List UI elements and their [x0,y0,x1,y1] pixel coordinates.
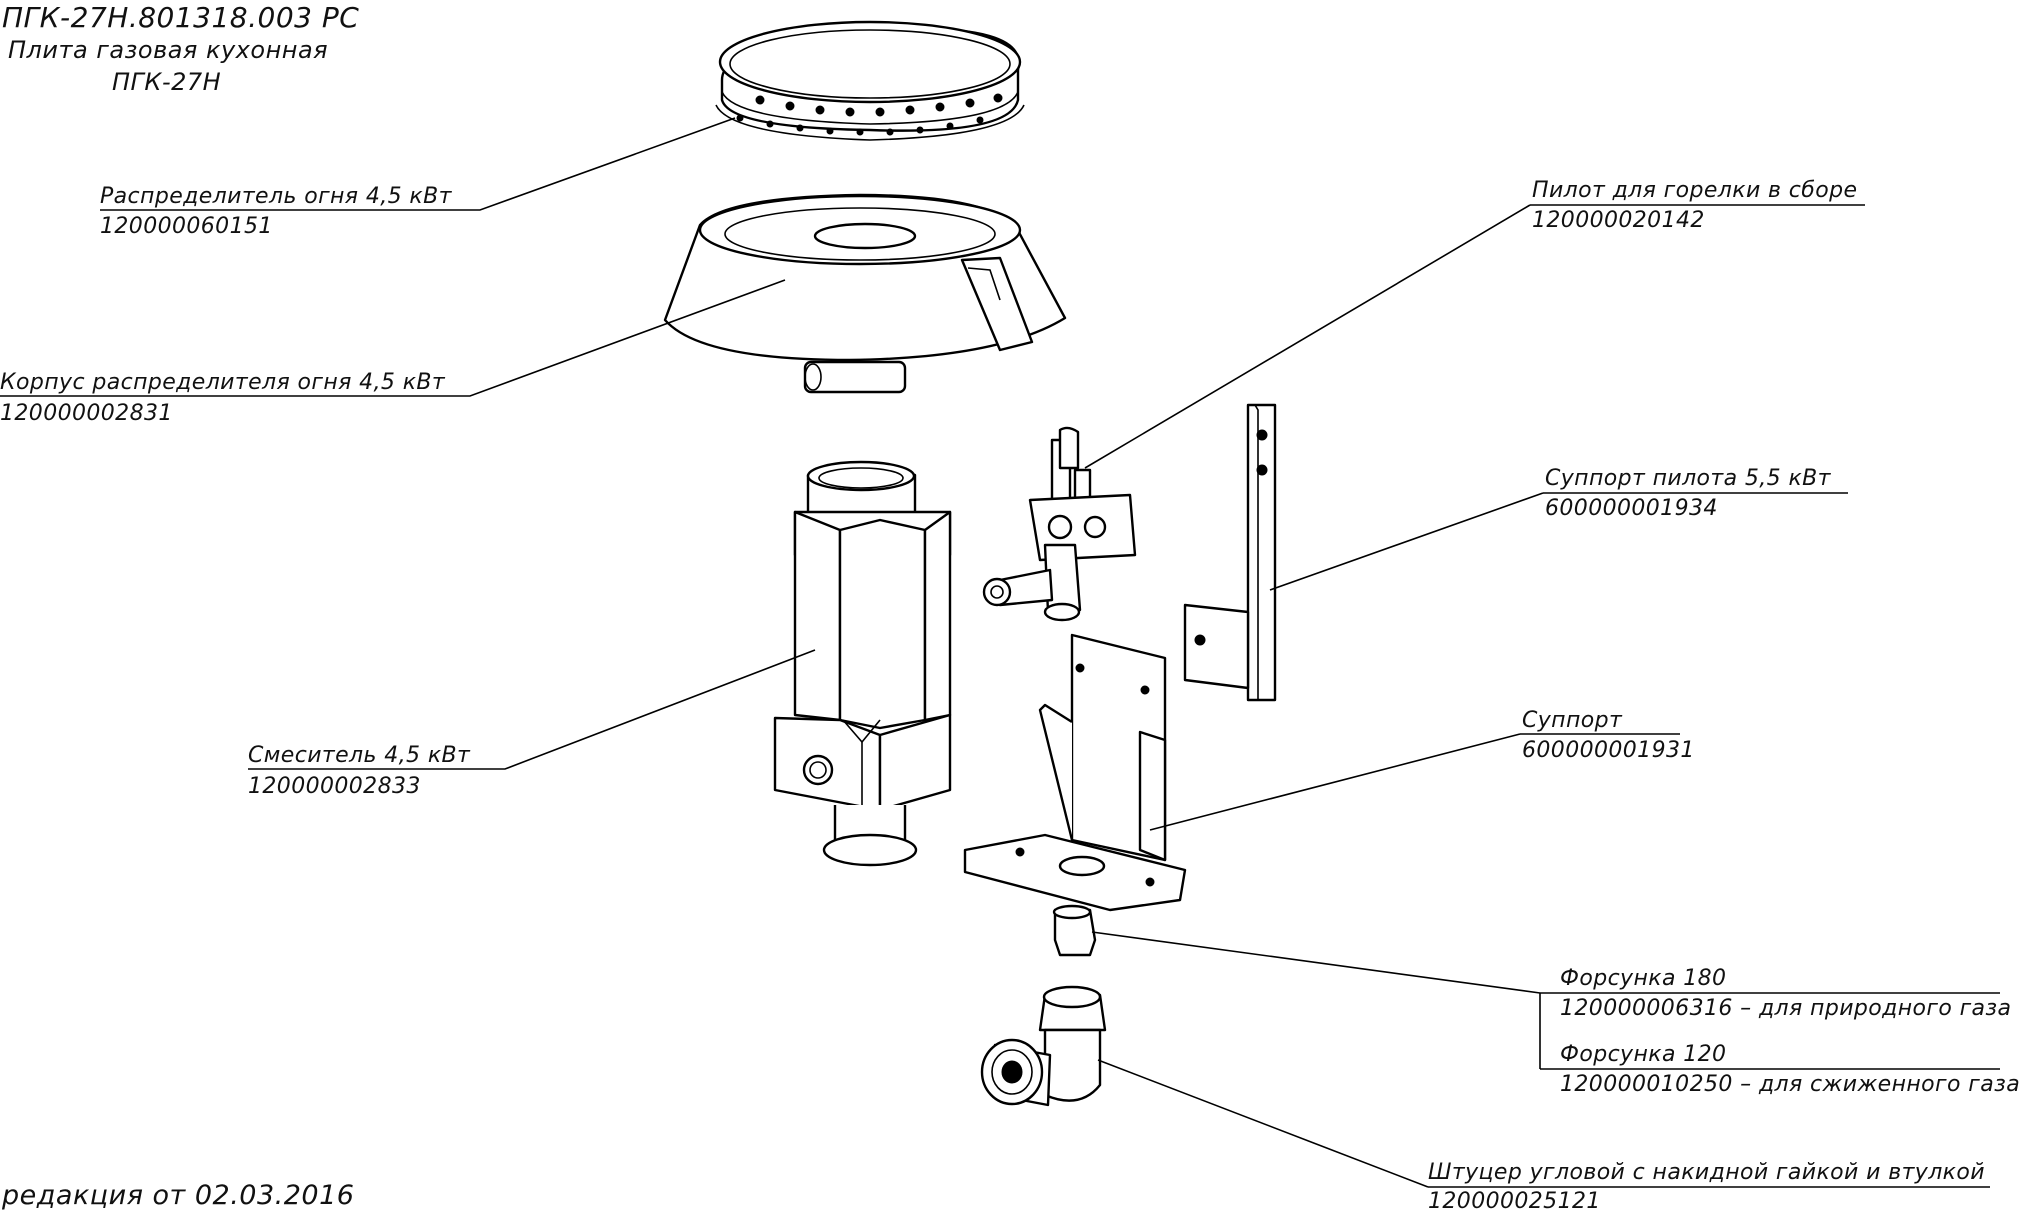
support-label: Суппорт [1522,708,1623,733]
injector-180-code: 120000006316 – для природного газа [1560,996,2012,1021]
injector-120-label: Форсунка 120 [1560,1042,1727,1067]
spreader-body-code: 120000002831 [0,401,173,426]
angle-fitting-drawing [980,985,1107,1107]
spreader-body-drawing [663,193,1067,394]
support-code: 600000001931 [1522,738,1695,763]
spreader-body-label: Корпус распределителя огня 4,5 кВт [0,370,446,395]
mixer-code: 120000002833 [248,774,421,799]
pilot-support-code: 600000001934 [1545,496,1718,521]
leader-lines [0,117,2000,1188]
flame-spreader-code: 120000060151 [100,214,273,239]
pilot-drawing [982,426,1137,622]
support-drawing [963,633,1187,912]
angle-fitting-code: 120000025121 [1428,1189,1601,1214]
angle-fitting-label: Штуцер угловой с накидной гайкой и втулк… [1428,1160,1985,1185]
injector-120-code: 120000010250 – для сжиженного газа [1560,1072,2020,1097]
mixer-drawing [773,460,952,867]
flame-spreader-drawing [715,20,1025,141]
injector-drawing [1052,904,1097,957]
revision-date: редакция от 02.03.2016 [2,1180,355,1211]
pilot-support-label: Суппорт пилота 5,5 кВт [1545,466,1831,491]
product-name: Плита газовая кухонная [8,36,329,64]
injector-180-label: Форсунка 180 [1560,966,1727,991]
pilot-label: Пилот для горелки в сборе [1532,178,1858,203]
product-model: ПГК-27Н [112,68,222,96]
pilot-support-drawing [1183,403,1277,702]
flame-spreader-label: Распределитель огня 4,5 кВт [100,184,452,209]
document-code: ПГК-27Н.801318.003 РС [2,1,360,34]
pilot-code: 120000020142 [1532,208,1705,233]
mixer-label: Смеситель 4,5 кВт [248,743,471,768]
